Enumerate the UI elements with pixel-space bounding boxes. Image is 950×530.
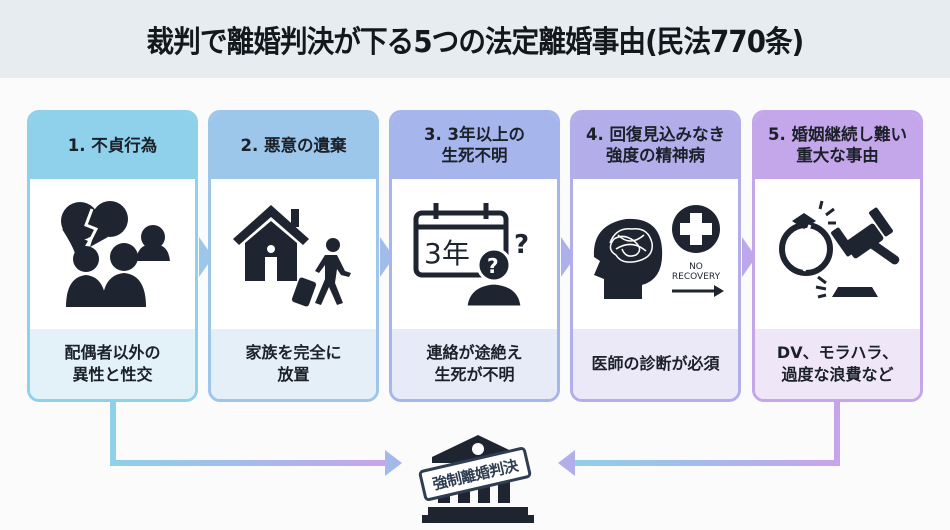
calendar-missing-person-icon: 3年 ? ? xyxy=(413,203,529,309)
ground-card-adultery: 1. 不貞行為 配偶者以外の 異性と性交 xyxy=(27,110,198,402)
brain-medical-cross-icon: NO RECOVERY xyxy=(593,205,724,299)
broken-ring-gavel-icon xyxy=(778,200,899,299)
svg-text:RECOVERY: RECOVERY xyxy=(671,272,720,282)
title-bar: 裁判で離婚判決が下る5つの法定離婚事由(民法770条) xyxy=(0,0,950,78)
affair-people-icon xyxy=(60,201,170,307)
ground-card-mental-illness: 4. 回復見込みなき 強度の精神病 NO RECOVERY 医師の診断が必須 xyxy=(570,110,741,402)
card-heading: 4. 回復見込みなき 強度の精神病 xyxy=(573,113,738,179)
svg-text:NO: NO xyxy=(689,262,703,272)
card-description: 配偶者以外の 異性と性交 xyxy=(30,329,195,399)
svg-text:?: ? xyxy=(487,254,499,278)
calendar-label: 3年 xyxy=(424,237,470,270)
page-title: 裁判で離婚判決が下る5つの法定離婚事由(民法770条) xyxy=(146,25,805,60)
card-heading: 5. 婚姻継続し難い 重大な事由 xyxy=(755,113,920,179)
ground-card-missing-3-years: 3. 3年以上の 生死不明 3年 ? ? 連絡が途絶え 生死が不明 xyxy=(389,110,560,402)
svg-text:?: ? xyxy=(514,230,529,260)
ground-card-desertion: 2. 悪意の遺棄 家族を完全に 放置 xyxy=(208,110,379,402)
card-heading: 2. 悪意の遺棄 xyxy=(211,113,376,179)
card-description: 医師の診断が必須 xyxy=(573,329,738,399)
house-leaving-person-icon xyxy=(232,205,351,307)
card-description: 連絡が途絶え 生死が不明 xyxy=(392,329,557,399)
card-heading: 1. 不貞行為 xyxy=(30,113,195,179)
card-heading: 3. 3年以上の 生死不明 xyxy=(392,113,557,179)
card-description: 家族を完全に 放置 xyxy=(211,329,376,399)
card-description: DV、モラハラ、 過度な浪費など xyxy=(755,329,920,399)
ground-card-serious-reason: 5. 婚姻継続し難い 重大な事由 DV、 xyxy=(752,110,923,402)
